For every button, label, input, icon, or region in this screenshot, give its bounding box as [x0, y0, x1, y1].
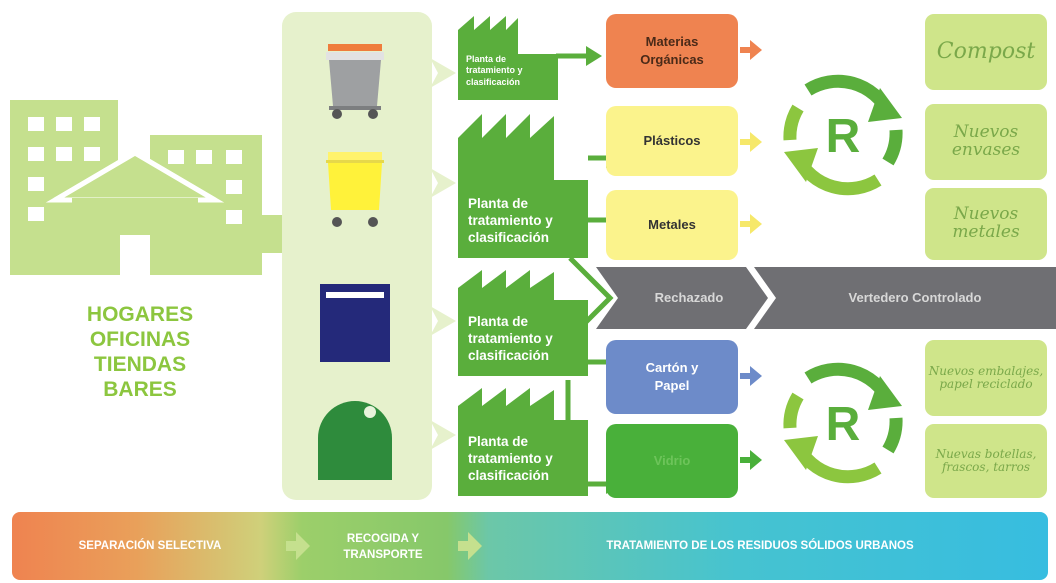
vertedero-label: Vertedero Controlado	[848, 290, 982, 305]
glass-bin-icon	[318, 401, 392, 480]
stage-arrow-2-icon	[458, 532, 482, 560]
plant-1-shape	[458, 16, 558, 100]
arrow-3-icon	[430, 306, 456, 336]
product-embalajes: Nuevos embalajes,papel reciclado	[925, 340, 1047, 416]
packaging-bin-icon	[326, 152, 384, 227]
stage-bar	[12, 512, 1048, 580]
source-hogares: HOGARES	[86, 303, 194, 326]
source-bares: BARES	[103, 378, 177, 401]
recycle-letter-bottom: R	[826, 398, 861, 451]
recycle-letter-top: R	[826, 110, 861, 163]
source-tiendas: TIENDAS	[93, 353, 187, 376]
plant-4-shape	[458, 388, 588, 496]
organic-bin-icon	[326, 44, 384, 119]
sources-list: HOGARES OFICINAS TIENDAS BARES	[60, 302, 220, 402]
arrow-glass-icon	[740, 450, 762, 470]
arrow-plastic-icon	[740, 132, 762, 152]
source-oficinas: OFICINAS	[89, 328, 191, 351]
product-compost: Compost	[925, 14, 1047, 90]
arrow-1-icon	[430, 58, 456, 88]
plant-3-shape	[458, 270, 588, 376]
plant-2-shape	[458, 114, 588, 258]
material-vidrio: Vidrio	[606, 424, 738, 498]
arrow-4-icon	[430, 420, 456, 450]
arrow-paper-icon	[740, 366, 762, 386]
product-botellas: Nuevas botellas,frascos, tarros	[925, 424, 1047, 498]
rejected-band	[596, 267, 1056, 329]
stage-arrow-1-icon	[286, 532, 310, 560]
arrow-organic-icon	[740, 40, 762, 60]
buildings-icon	[10, 100, 262, 275]
recycle-icon-bottom: R	[783, 362, 903, 484]
material-metales: Metales	[606, 190, 738, 260]
stage-tratamiento: TRATAMIENTO DE LOS RESIDUOS SÓLIDOS URBA…	[606, 540, 914, 552]
arrow-2-icon	[430, 168, 456, 198]
arrow-metal-icon	[740, 214, 762, 234]
rechazado-label: Rechazado	[654, 290, 724, 305]
paper-bin-icon	[320, 284, 390, 362]
buildings-illustration	[0, 95, 270, 295]
stage-separacion: SEPARACIÓN SELECTIVA	[78, 540, 222, 552]
recycle-icon-top: R	[783, 74, 903, 196]
material-plasticos: Plásticos	[606, 106, 738, 176]
